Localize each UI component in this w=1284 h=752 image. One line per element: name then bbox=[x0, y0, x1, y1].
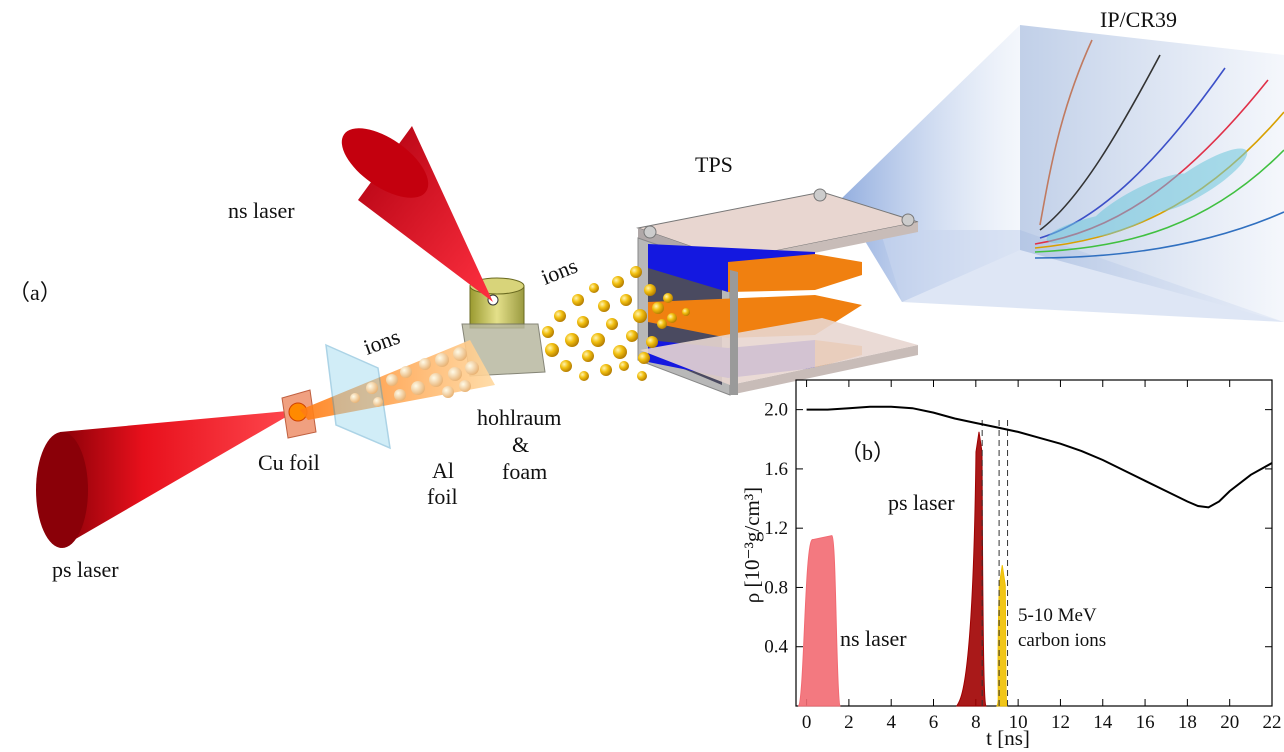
pulse-shapes bbox=[797, 431, 1009, 707]
x-tick-label: 12 bbox=[1051, 712, 1070, 733]
density-line bbox=[806, 405, 1273, 509]
hohlraum-label-1: hohlraum bbox=[477, 405, 561, 430]
ns-laser-label: ns laser bbox=[228, 198, 295, 223]
pulse-ns-laser bbox=[797, 535, 841, 707]
ion-scatter bbox=[1046, 148, 1248, 244]
tps-label: TPS bbox=[695, 152, 733, 177]
panel-b-label: （b） bbox=[840, 440, 895, 465]
x-tick-label: 0 bbox=[802, 712, 812, 733]
x-tick-label: 4 bbox=[886, 712, 896, 733]
al-foil-label-1: Al bbox=[432, 458, 454, 483]
detector-label: IP/CR39 bbox=[1100, 7, 1177, 32]
cu-foil-label: Cu foil bbox=[258, 450, 320, 475]
x-tick-label: 22 bbox=[1263, 712, 1282, 733]
y-tick-label: 1.2 bbox=[764, 518, 788, 539]
hohlraum-label-3: foam bbox=[502, 459, 547, 484]
ns-laser-annotation: ns laser bbox=[840, 626, 907, 651]
ps-laser-annotation: ps laser bbox=[888, 490, 955, 515]
hohlraum-label-2: & bbox=[512, 432, 529, 457]
y-tick-label: 0.8 bbox=[764, 577, 788, 598]
ion-particles-primary bbox=[350, 347, 479, 407]
ps-laser-label: ps laser bbox=[52, 557, 119, 582]
ion-traces bbox=[1034, 39, 1284, 259]
ion-particles-secondary bbox=[542, 266, 690, 381]
ns-laser-cone bbox=[341, 126, 493, 302]
x-tick-label: 20 bbox=[1220, 712, 1239, 733]
y-tick-label: 0.4 bbox=[764, 637, 788, 658]
x-axis-label: t [ns] bbox=[986, 726, 1030, 750]
x-tick-label: 6 bbox=[929, 712, 939, 733]
ions-label-1: ions bbox=[360, 324, 403, 360]
x-tick-label: 8 bbox=[971, 712, 981, 733]
ions-annotation-2: carbon ions bbox=[1018, 630, 1106, 651]
x-tick-label: 16 bbox=[1136, 712, 1155, 733]
x-tick-label: 18 bbox=[1178, 712, 1197, 733]
y-axis-label: ρ [10⁻³g/cm³] bbox=[740, 487, 764, 603]
x-tick-label: 2 bbox=[844, 712, 854, 733]
x-tick-labels: 0 2 4 6 8 10 12 14 16 18 20 22 bbox=[802, 712, 1282, 733]
detector-plate bbox=[1020, 25, 1284, 322]
pulse-ps-laser bbox=[955, 431, 987, 707]
pulse-5-10-MeV-carbon-ions bbox=[996, 565, 1009, 707]
y-tick-label: 2.0 bbox=[764, 400, 788, 421]
ps-laser-cone bbox=[36, 410, 298, 548]
plot-frame bbox=[795, 379, 1273, 707]
tps-spectrometer bbox=[636, 188, 919, 396]
ions-annotation-1: 5-10 MeV bbox=[1018, 605, 1097, 626]
al-foil-label-2: foil bbox=[427, 484, 458, 509]
dashed-markers bbox=[981, 420, 1009, 706]
ions-label-2: ions bbox=[538, 253, 581, 290]
x-tick-label: 10 bbox=[1009, 712, 1028, 733]
cu-foil bbox=[281, 389, 317, 439]
panel-a-label: （a） bbox=[8, 280, 62, 305]
x-tick-label: 14 bbox=[1093, 712, 1113, 733]
y-tick-label: 1.6 bbox=[764, 459, 788, 480]
y-tick-labels: 0.4 0.8 1.2 1.6 2.0 bbox=[764, 400, 788, 658]
